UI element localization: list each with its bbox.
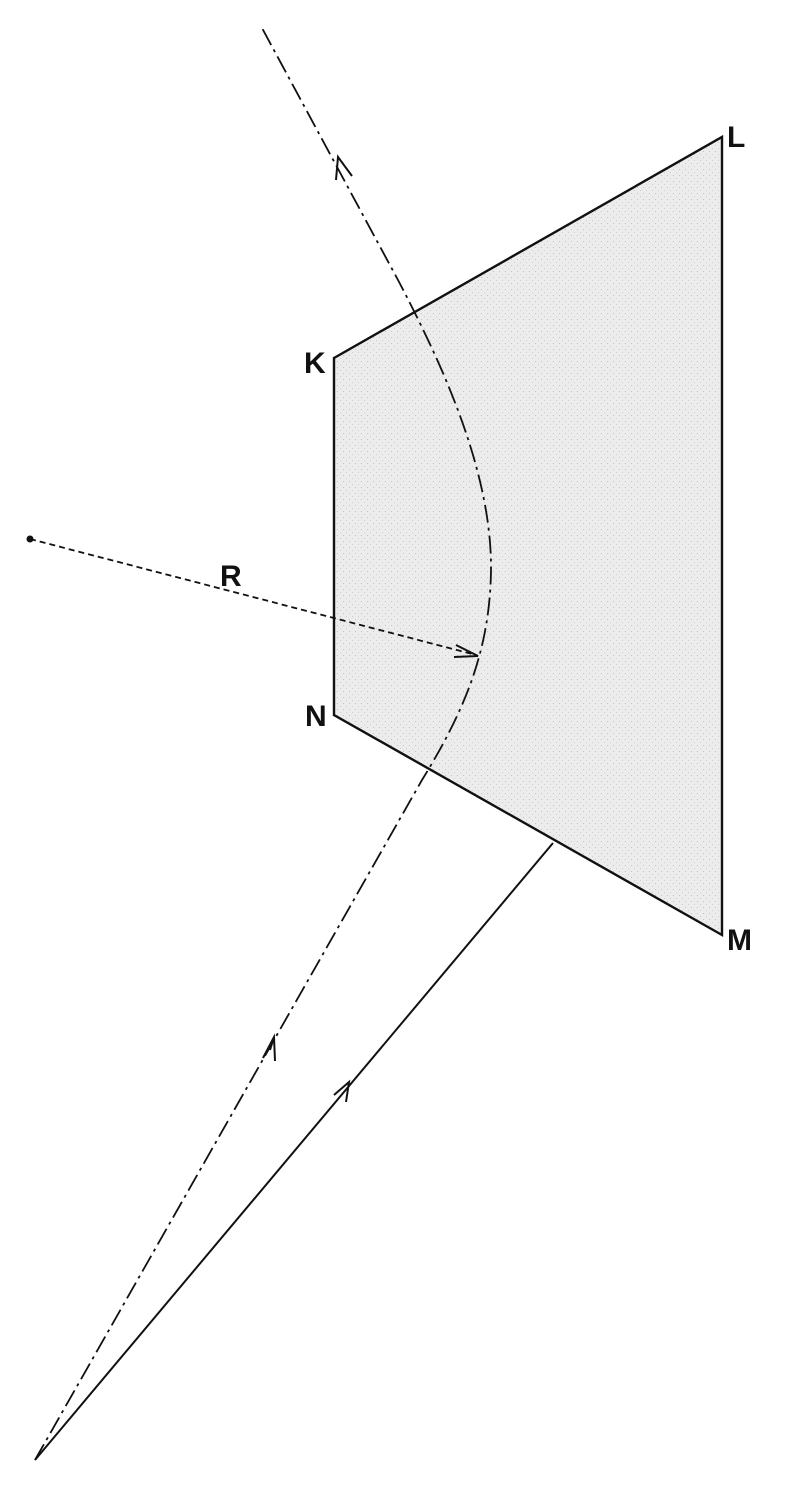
curved-trajectory	[34, 27, 492, 1461]
straight-trajectory	[34, 842, 554, 1461]
plate-klmn	[332, 134, 724, 938]
dashdot-inbound-arrow-icon	[262, 1033, 276, 1062]
vertex-label-l: L	[727, 121, 745, 154]
radius-arrow-icon	[453, 644, 479, 658]
vertex-label-k: K	[304, 347, 326, 380]
radius-label: R	[220, 560, 242, 593]
vertex-label-m: M	[727, 924, 752, 957]
radius-line	[29, 538, 477, 656]
solid-path-arrow-icon	[333, 1079, 351, 1103]
dashdot-outbound-arrow-icon	[335, 154, 353, 181]
vertex-label-n: N	[305, 700, 327, 733]
